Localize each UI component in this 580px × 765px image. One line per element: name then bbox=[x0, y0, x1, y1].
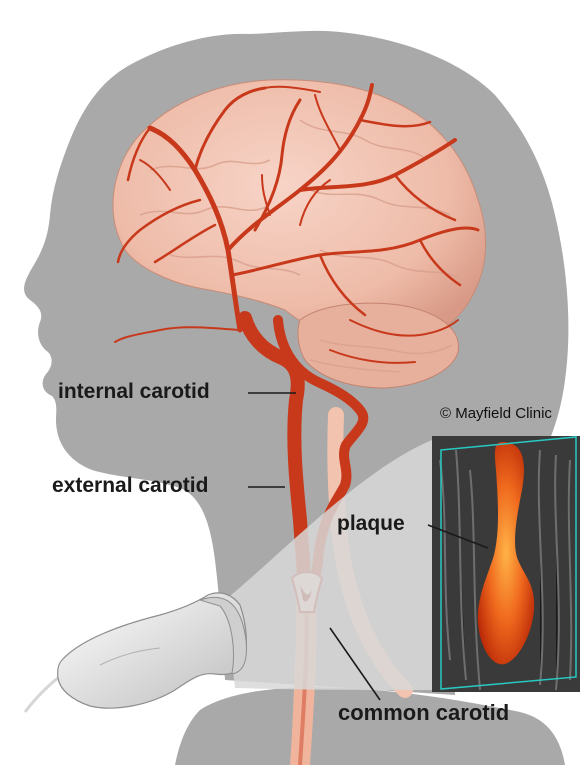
common-carotid-label: common carotid bbox=[338, 700, 509, 726]
shoulder-silhouette bbox=[175, 687, 565, 765]
ultrasound-image bbox=[432, 436, 580, 692]
plaque-label: plaque bbox=[337, 512, 405, 536]
internal-carotid-label: internal carotid bbox=[58, 380, 210, 404]
external-carotid-label: external carotid bbox=[52, 474, 208, 498]
ultrasound-probe-icon bbox=[25, 593, 246, 712]
copyright-credit: © Mayfield Clinic bbox=[440, 405, 552, 422]
